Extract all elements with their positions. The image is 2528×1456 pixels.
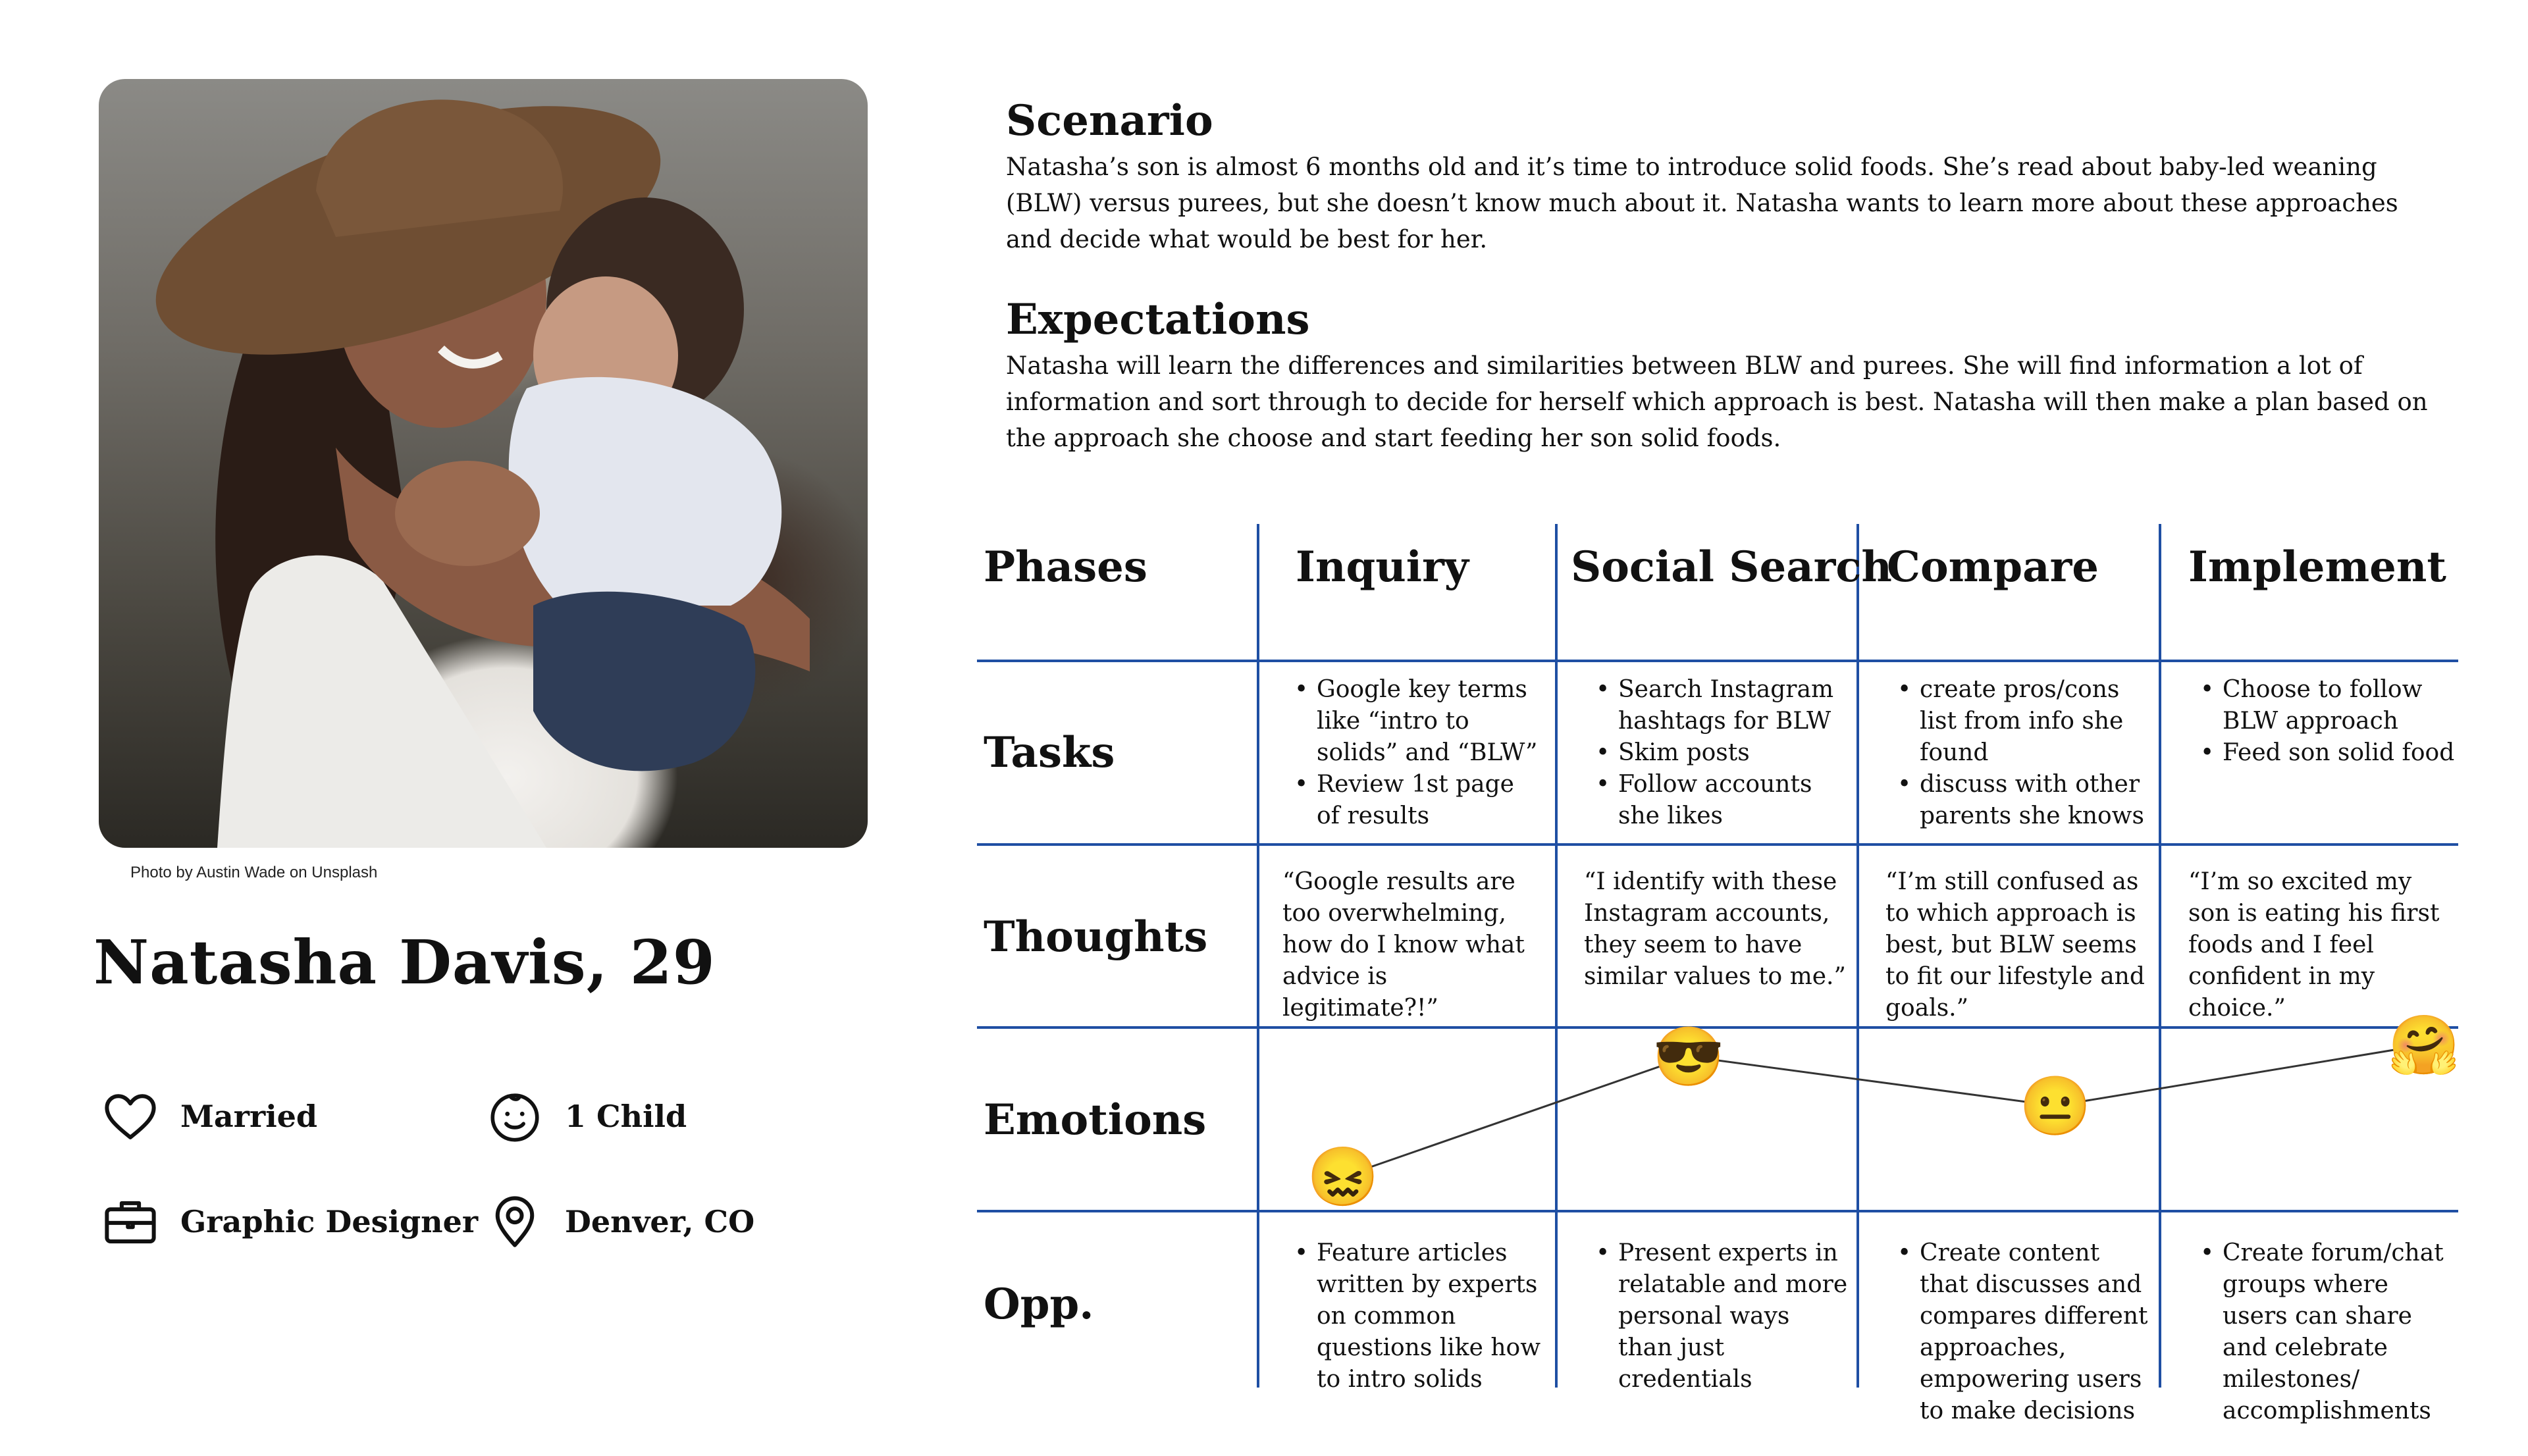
list-item: Create forum/chat groups where users can… — [2199, 1237, 2456, 1427]
thought-cell-social-search: “I identify with these Instagram account… — [1584, 868, 1846, 990]
attribute-label: 1 Child — [565, 1099, 687, 1134]
emotion-emoji: 😐 — [2019, 1072, 2092, 1140]
attribute-location: Denver, CO — [483, 1190, 754, 1253]
persona-photo — [99, 79, 868, 848]
opp-cell-compare: Create content that discusses and compar… — [1896, 1237, 2149, 1427]
phase-title-compare: Compare — [1887, 542, 2099, 592]
briefcase-icon — [99, 1190, 162, 1253]
attribute-label: Graphic Designer — [180, 1204, 479, 1239]
scenario-title: Scenario — [1006, 96, 1213, 145]
opp-cell-inquiry: Feature articles written by experts on c… — [1293, 1237, 1543, 1395]
heart-icon — [99, 1085, 162, 1148]
opp-cell-social-search: Present experts in relatable and more pe… — [1594, 1237, 1848, 1395]
tasks-cell-compare: create pros/cons list from info she foun… — [1896, 674, 2149, 832]
tasks-cell-implement: Choose to follow BLW approach Feed son s… — [2199, 674, 2456, 769]
emotion-emoji: 🤗 — [2388, 1011, 2460, 1079]
list-item: Create content that discusses and compar… — [1896, 1237, 2149, 1427]
phase-title-inquiry: Inquiry — [1296, 542, 1469, 592]
list-item: Google key terms like “intro to solids” … — [1293, 674, 1543, 769]
emotion-line — [1342, 1044, 2425, 1178]
row-title-thoughts: Thoughts — [984, 912, 1208, 962]
persona-name: Natasha Davis, 29 — [93, 927, 716, 998]
attribute-label: Denver, CO — [565, 1204, 755, 1239]
thought-cell-inquiry: “Google results are too overwhelming, ho… — [1282, 868, 1525, 1022]
emotion-emoji: 😖 — [1307, 1143, 1379, 1210]
list-item: Review 1st page of results — [1293, 769, 1543, 832]
expectations-title: Expectations — [1006, 295, 1310, 344]
list-item: create pros/cons list from info she foun… — [1896, 674, 2149, 769]
list-item: Feed son solid food — [2199, 737, 2456, 769]
attribute-children: 1 Child — [483, 1085, 687, 1148]
phase-title-implement: Implement — [2188, 542, 2446, 592]
tasks-cell-social-search: Search Instagram hashtags for BLW Skim p… — [1594, 674, 1848, 832]
row-title-tasks: Tasks — [984, 728, 1115, 777]
phases-label: Phases — [984, 542, 1147, 592]
attribute-marital-status: Married — [99, 1085, 317, 1148]
list-item: Feature articles written by experts on c… — [1293, 1237, 1543, 1395]
emotion-emoji: 😎 — [1652, 1023, 1725, 1091]
list-item: discuss with other parents she knows — [1896, 769, 2149, 832]
thought-cell-compare: “I’m still confused as to which approach… — [1885, 868, 2145, 1022]
list-item: Follow accounts she likes — [1594, 769, 1848, 832]
expectations-body: Natasha will learn the differences and s… — [1006, 351, 2428, 452]
row-title-emotions: Emotions — [984, 1095, 1207, 1145]
attribute-occupation: Graphic Designer — [99, 1190, 478, 1253]
list-item: Present experts in relatable and more pe… — [1594, 1237, 1848, 1395]
smiley-icon — [483, 1085, 546, 1148]
tasks-cell-inquiry: Google key terms like “intro to solids” … — [1293, 674, 1543, 832]
opp-cell-implement: Create forum/chat groups where users can… — [2199, 1237, 2456, 1427]
row-title-opp: Opp. — [984, 1280, 1094, 1329]
thought-cell-implement: “I’m so excited my son is eating his fir… — [2188, 868, 2440, 1022]
phase-title-social-search: Social Search — [1571, 542, 1892, 592]
scenario-body: Natasha’s son is almost 6 months old and… — [1006, 153, 2398, 253]
list-item: Search Instagram hashtags for BLW — [1594, 674, 1848, 737]
attribute-label: Married — [180, 1099, 318, 1134]
list-item: Choose to follow BLW approach — [2199, 674, 2456, 737]
photo-credit: Photo by Austin Wade on Unsplash — [130, 864, 378, 881]
persona-photo-illustration — [155, 99, 810, 848]
list-item: Skim posts — [1594, 737, 1848, 769]
location-pin-icon — [483, 1190, 546, 1253]
